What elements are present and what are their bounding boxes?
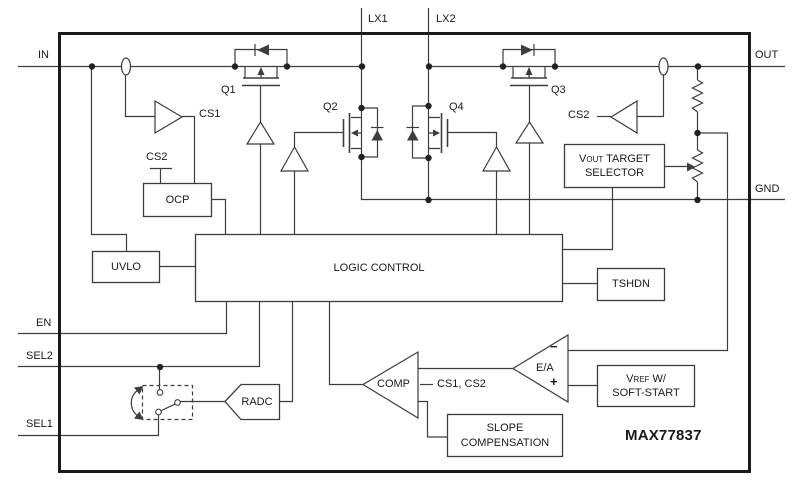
q3-body-diode [521,44,533,56]
uvlo-label: UVLO [111,260,141,273]
q3-mosfet [502,44,556,87]
pin-label-out: OUT [755,49,779,61]
q1-mosfet [234,44,288,87]
radc-block-shape [224,383,281,421]
cs1-amp-label: CS1 [199,108,221,120]
q1-gate-driver [245,120,276,145]
slope-compensation-box [446,413,564,458]
resistor-bottom-adjustable [691,149,704,183]
error-amp-minus-sign: − [550,339,558,354]
switch-lever [161,403,176,412]
comp-comparator [361,350,419,420]
q3-gate-driver [514,120,545,144]
pin-label-en: EN [36,317,52,329]
pin-label-gnd: GND [755,183,780,195]
logic-control-block-box [194,233,564,303]
ocp-label: OCP [165,193,190,206]
pin-label-lx2: LX2 [436,13,456,25]
feedback-resistor-divider [691,79,704,183]
uvlo-block-box [91,250,161,284]
q4-label: Q4 [449,101,464,113]
q2-mosfet [342,107,384,158]
comp-label: COMP [377,378,410,390]
cs1-amplifier [154,99,184,135]
input-current-sense-bubble [120,57,132,76]
q3-label: Q3 [551,84,566,96]
radc-label: RADC [241,395,273,408]
q4-gate-driver [481,145,512,172]
cs2-amplifier [609,99,638,135]
q4-body-diode [407,130,419,141]
comp-inputs-label: CS1, CS2 [437,378,486,390]
sel-mode-switch [130,384,194,421]
q1-label: Q1 [221,84,236,96]
logic-control-label: LOGIC CONTROL [333,261,425,274]
q2-body-diode [371,130,383,141]
error-amp-label: E/A [536,362,554,374]
resistor-top [691,79,704,113]
vref-soft-start-label: VREF W/SOFT-START [612,372,680,399]
chip-outline [58,32,751,473]
q4-mosfet [406,105,449,159]
tshdn-block-box [596,267,666,302]
pin-label-sel1: SEL1 [26,418,53,430]
cs2-ocp-input-label: CS2 [146,151,168,163]
wires [18,8,785,438]
error-amplifier [511,333,569,404]
part-number: MAX77837 [625,427,702,444]
cs2-amp-label: CS2 [568,109,590,121]
q1-body-diode [257,44,269,56]
tshdn-label: TSHDN [612,278,650,291]
junction-dots [88,63,702,371]
pin-label-sel2: SEL2 [26,350,53,362]
vout-target-selector-box [563,143,666,189]
error-amp-plus-sign: + [550,374,558,389]
toggle-arrow-arc [130,389,139,417]
vout-selector-arrowhead [687,162,696,172]
pin-label-in: IN [38,49,49,61]
switch-dashed-box [141,384,194,421]
output-current-sense-bubble [658,57,669,76]
q2-gate-driver [279,145,310,172]
q2-label: Q2 [323,101,338,113]
pin-label-lx1: LX1 [368,13,388,25]
vref-soft-start-box [596,364,696,408]
ocp-block-box [142,182,213,218]
